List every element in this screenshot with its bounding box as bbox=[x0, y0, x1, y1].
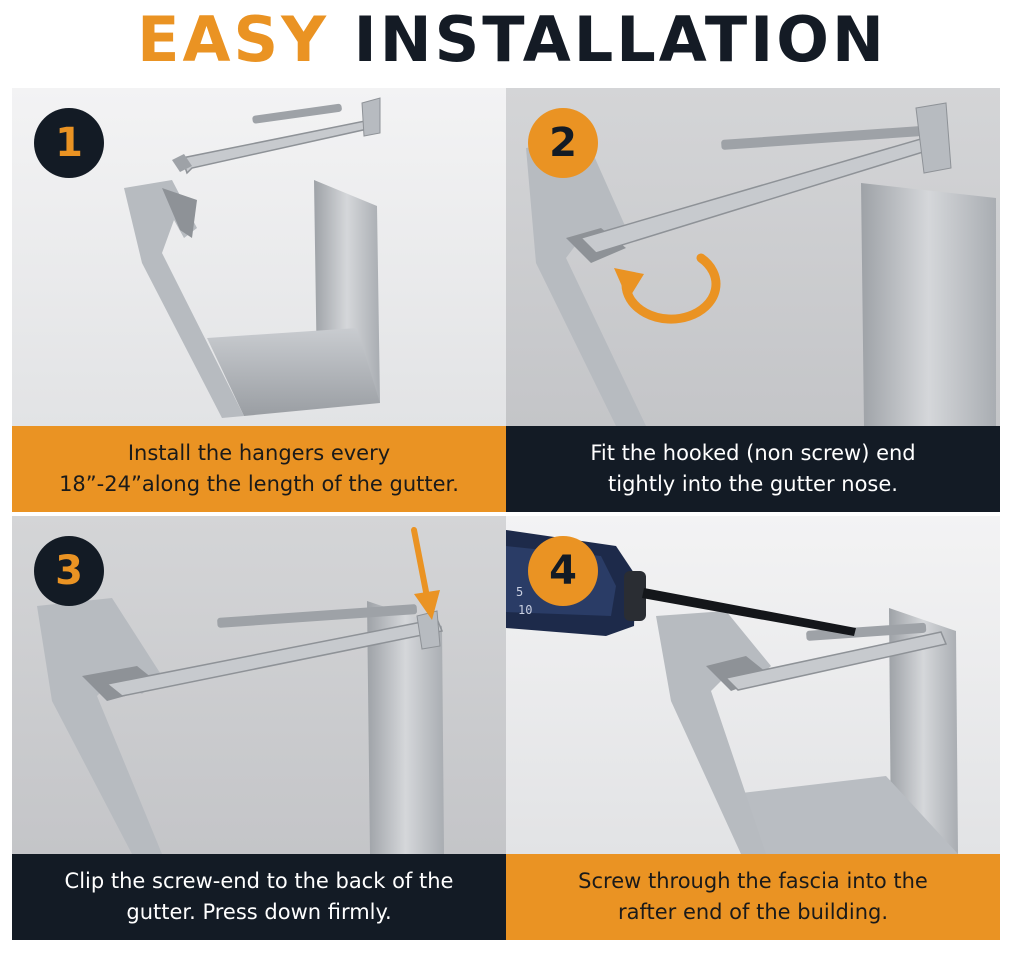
step-2-panel: 2 Fit the hooked (non screw) end tightly… bbox=[506, 88, 1000, 512]
step-4-badge: 4 bbox=[528, 536, 598, 606]
step-4-caption: Screw through the fascia into the rafter… bbox=[506, 854, 1000, 940]
step-3-caption: Clip the screw-end to the back of the gu… bbox=[12, 854, 506, 940]
step-1-caption-line-1: Install the hangers every bbox=[127, 441, 391, 465]
step-4-caption-line-2: rafter end of the building. bbox=[617, 900, 889, 924]
step-3-caption-line-1: Clip the screw-end to the back of the bbox=[64, 869, 454, 893]
hanger-icon bbox=[579, 102, 952, 254]
step-2-caption-line-2: tightly into the gutter nose. bbox=[608, 472, 898, 496]
hanger-icon bbox=[724, 622, 948, 691]
step-2-illustration bbox=[506, 88, 1000, 426]
title-installation: INSTALLATION bbox=[353, 3, 887, 76]
title-easy: EASY bbox=[137, 3, 330, 76]
step-2-caption: Fit the hooked (non screw) end tightly i… bbox=[506, 426, 1000, 512]
gutter-icon bbox=[656, 608, 958, 854]
gutter-icon bbox=[37, 598, 444, 854]
step-2-caption-line-1: Fit the hooked (non screw) end bbox=[590, 441, 916, 465]
step-3-badge: 3 bbox=[34, 536, 104, 606]
step-1-panel: 1 Install the hangers every 18”-24”along… bbox=[12, 88, 506, 512]
down-arrow-icon bbox=[411, 527, 440, 620]
step-1-badge: 1 bbox=[34, 108, 104, 178]
gutter-icon bbox=[124, 180, 380, 418]
step-1-caption: Install the hangers every 18”-24”along t… bbox=[12, 426, 506, 512]
step-4-panel: 5 10 4 Screw through the fascia into the… bbox=[506, 516, 1000, 944]
step-1-caption-line-2: 18”-24”along the length of the gutter. bbox=[59, 472, 459, 496]
step-4-caption-line-1: Screw through the fascia into the bbox=[578, 869, 928, 893]
hanger-icon bbox=[105, 604, 444, 697]
drill-marking-10: 10 bbox=[518, 603, 532, 617]
drill-marking-5: 5 bbox=[516, 585, 523, 599]
page-title: EASY INSTALLATION bbox=[0, 0, 1024, 80]
step-2-badge: 2 bbox=[528, 108, 598, 178]
hanger-icon bbox=[172, 97, 381, 175]
rotate-arrow-icon bbox=[614, 253, 721, 324]
step-3-caption-line-2: gutter. Press down firmly. bbox=[126, 900, 392, 924]
step-1-illustration bbox=[12, 88, 506, 426]
step-3-panel: 3 Clip the screw-end to the back of the … bbox=[12, 516, 506, 944]
